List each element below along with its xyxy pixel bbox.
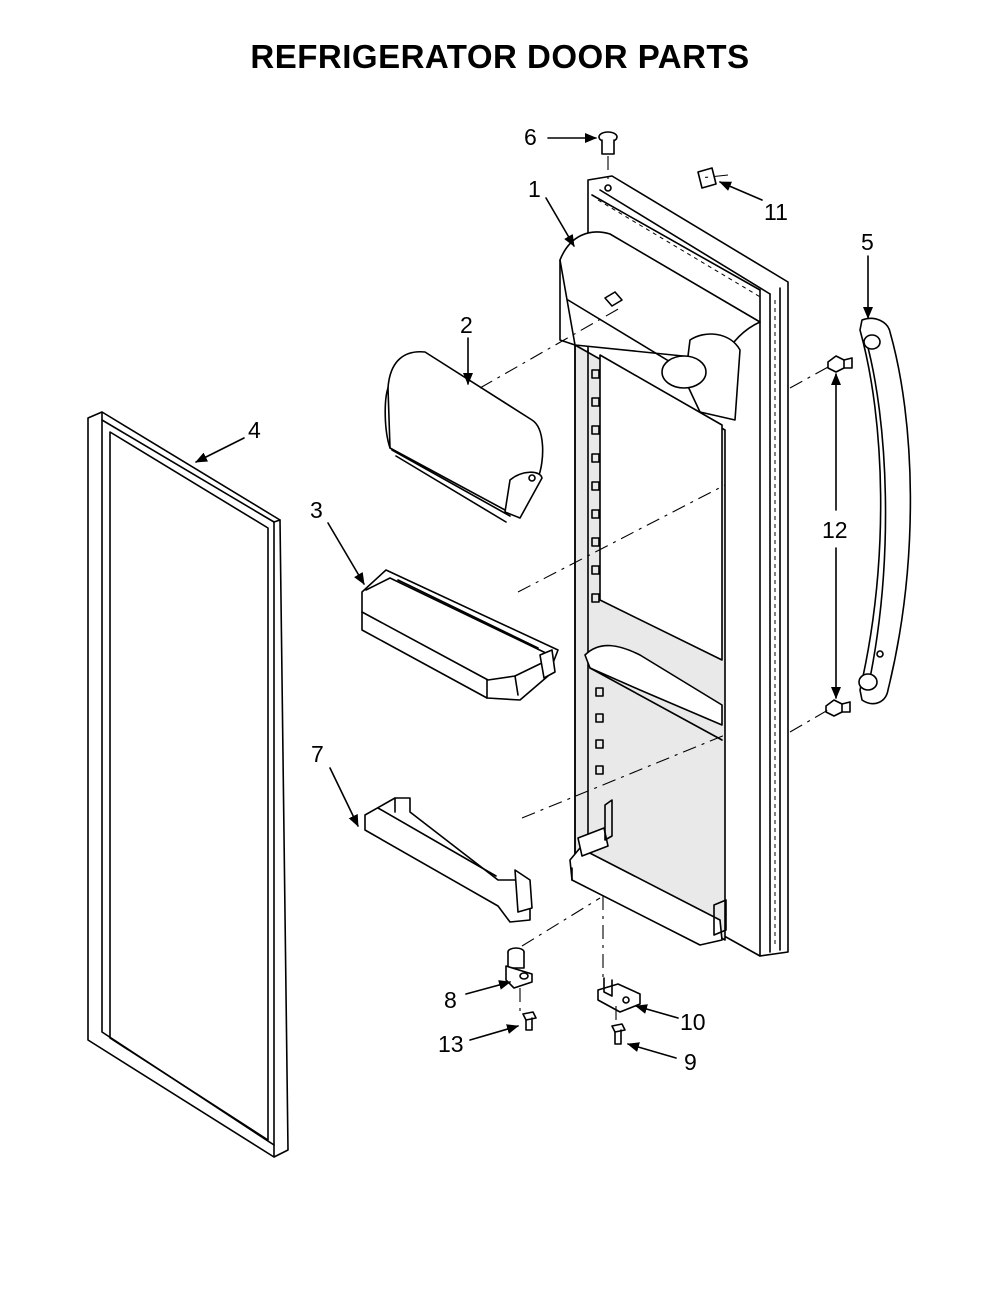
callout-6: 6 — [524, 124, 537, 150]
hinge-bracket — [597, 977, 641, 1013]
callout-9: 9 — [684, 1049, 697, 1075]
door-handle — [858, 317, 912, 705]
callout-5: 5 — [861, 229, 874, 255]
callout-2: 2 — [460, 312, 473, 338]
callout-12: 12 — [822, 517, 848, 543]
door-bin — [361, 569, 559, 701]
diagram-title: REFRIGERATOR DOOR PARTS — [250, 38, 750, 75]
callout-11: 11 — [764, 199, 788, 225]
callout-3: 3 — [310, 497, 323, 523]
assembly-lines — [479, 156, 831, 1024]
callout-10: 10 — [680, 1009, 706, 1035]
dispenser-cover — [384, 350, 544, 523]
door-liner — [559, 175, 789, 957]
callout-7: 7 — [311, 741, 324, 767]
callout-13: 13 — [438, 1031, 464, 1057]
handle-screw-bottom — [825, 699, 851, 717]
leader-arrows — [195, 133, 873, 1059]
bracket-screw — [611, 1023, 626, 1045]
hinge-pin — [505, 947, 533, 989]
callout-4: 4 — [248, 417, 261, 443]
door-gasket — [87, 411, 289, 1158]
hinge-pin-screw — [522, 1011, 537, 1031]
callout-8: 8 — [444, 987, 457, 1013]
top-hinge-plug — [598, 131, 618, 192]
bottom-rail — [364, 797, 533, 923]
callout-1: 1 — [528, 176, 541, 202]
door-label — [697, 167, 717, 189]
handle-screw-top — [827, 355, 853, 373]
